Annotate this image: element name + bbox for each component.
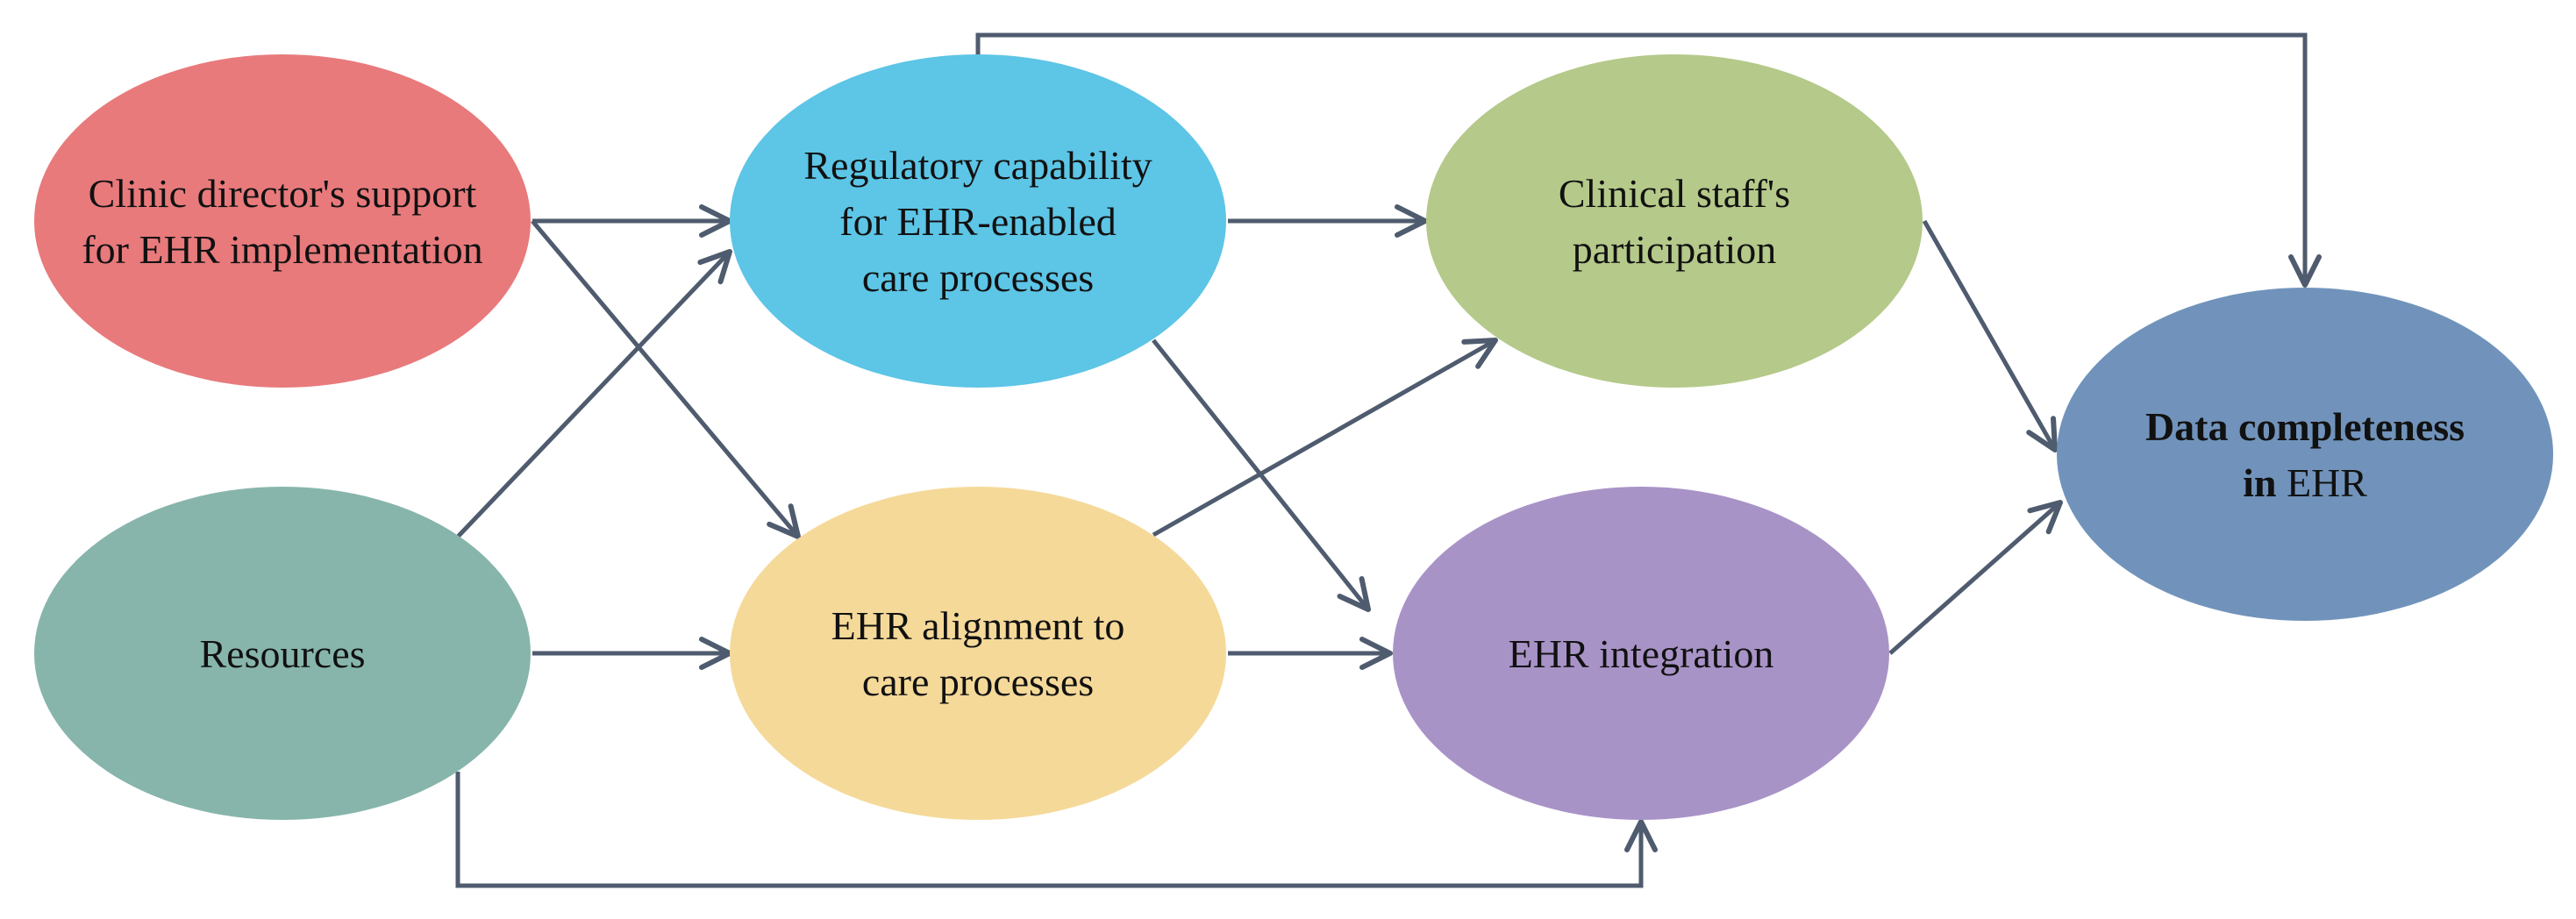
arrow-staff-to-completeness xyxy=(1922,219,2058,452)
node-alignment-line-1: care processes xyxy=(862,659,1094,704)
node-resources-label: Resources xyxy=(199,631,365,676)
node-resources-line-0: Resources xyxy=(199,631,365,676)
arrow-resources-to-regulatory xyxy=(456,249,732,538)
arrow-alignment-to-staff xyxy=(1152,338,1498,538)
node-alignment-ellipse xyxy=(730,487,1226,820)
node-staff-line-1: participation xyxy=(1573,227,1776,272)
nodes-layer: Clinic director's support for EHR impleme… xyxy=(34,54,2553,820)
arrow-integration-to-completeness xyxy=(1888,500,2063,655)
node-completeness-line-0-seg-0: Data completeness xyxy=(2145,404,2465,449)
node-integration-label: EHR integration xyxy=(1509,631,1774,676)
node-director-label: Clinic director's support for EHR impleme… xyxy=(82,171,482,272)
node-staff-line-0: Clinical staff's xyxy=(1559,171,1790,216)
node-completeness-line-1: in EHR xyxy=(2243,460,2367,505)
arrow-resources-to-integration xyxy=(455,772,1658,888)
node-alignment: EHR alignment to care processes xyxy=(730,487,1226,820)
arrow-director-to-alignment xyxy=(531,219,801,539)
node-regulatory-ellipse xyxy=(730,54,1226,388)
node-integration: EHR integration xyxy=(1393,487,1889,820)
node-completeness-line-0: Data completeness xyxy=(2145,404,2465,449)
node-staff-label: Clinical staff's participation xyxy=(1559,171,1790,272)
node-completeness-line-1-seg-0: in xyxy=(2243,460,2276,505)
node-director: Clinic director's support for EHR impleme… xyxy=(34,54,531,388)
node-director-line-1: for EHR implementation xyxy=(82,227,482,272)
node-regulatory-label: Regulatory capability for EHR-enabled care… xyxy=(803,143,1152,300)
node-regulatory-line-1: for EHR-enabled xyxy=(839,199,1117,244)
node-staff-ellipse xyxy=(1426,54,1923,388)
node-director-line-0: Clinic director's support xyxy=(89,171,477,216)
node-alignment-label: EHR alignment to care processes xyxy=(831,603,1125,704)
node-regulatory-line-2: care processes xyxy=(862,255,1094,300)
node-integration-ellipse xyxy=(1393,487,1889,820)
edges-layer xyxy=(455,32,2322,888)
node-staff: Clinical staff's participation xyxy=(1426,54,1923,388)
arrow-regulatory-to-completeness xyxy=(975,32,2322,288)
node-alignment-line-0: EHR alignment to xyxy=(831,603,1125,648)
node-completeness-ellipse xyxy=(2057,288,2553,621)
node-resources-ellipse xyxy=(34,487,531,820)
node-integration-line-0: EHR integration xyxy=(1509,631,1774,676)
node-director-ellipse xyxy=(34,54,531,388)
node-regulatory: Regulatory capability for EHR-enabled care… xyxy=(730,54,1226,388)
node-completeness-line-1-seg-1: EHR xyxy=(2276,460,2367,505)
node-regulatory-line-0: Regulatory capability xyxy=(803,143,1152,188)
node-completeness: Data completeness in EHR xyxy=(2057,288,2553,621)
node-completeness-label: Data completeness in EHR xyxy=(2145,404,2465,505)
node-resources: Resources xyxy=(34,487,531,820)
